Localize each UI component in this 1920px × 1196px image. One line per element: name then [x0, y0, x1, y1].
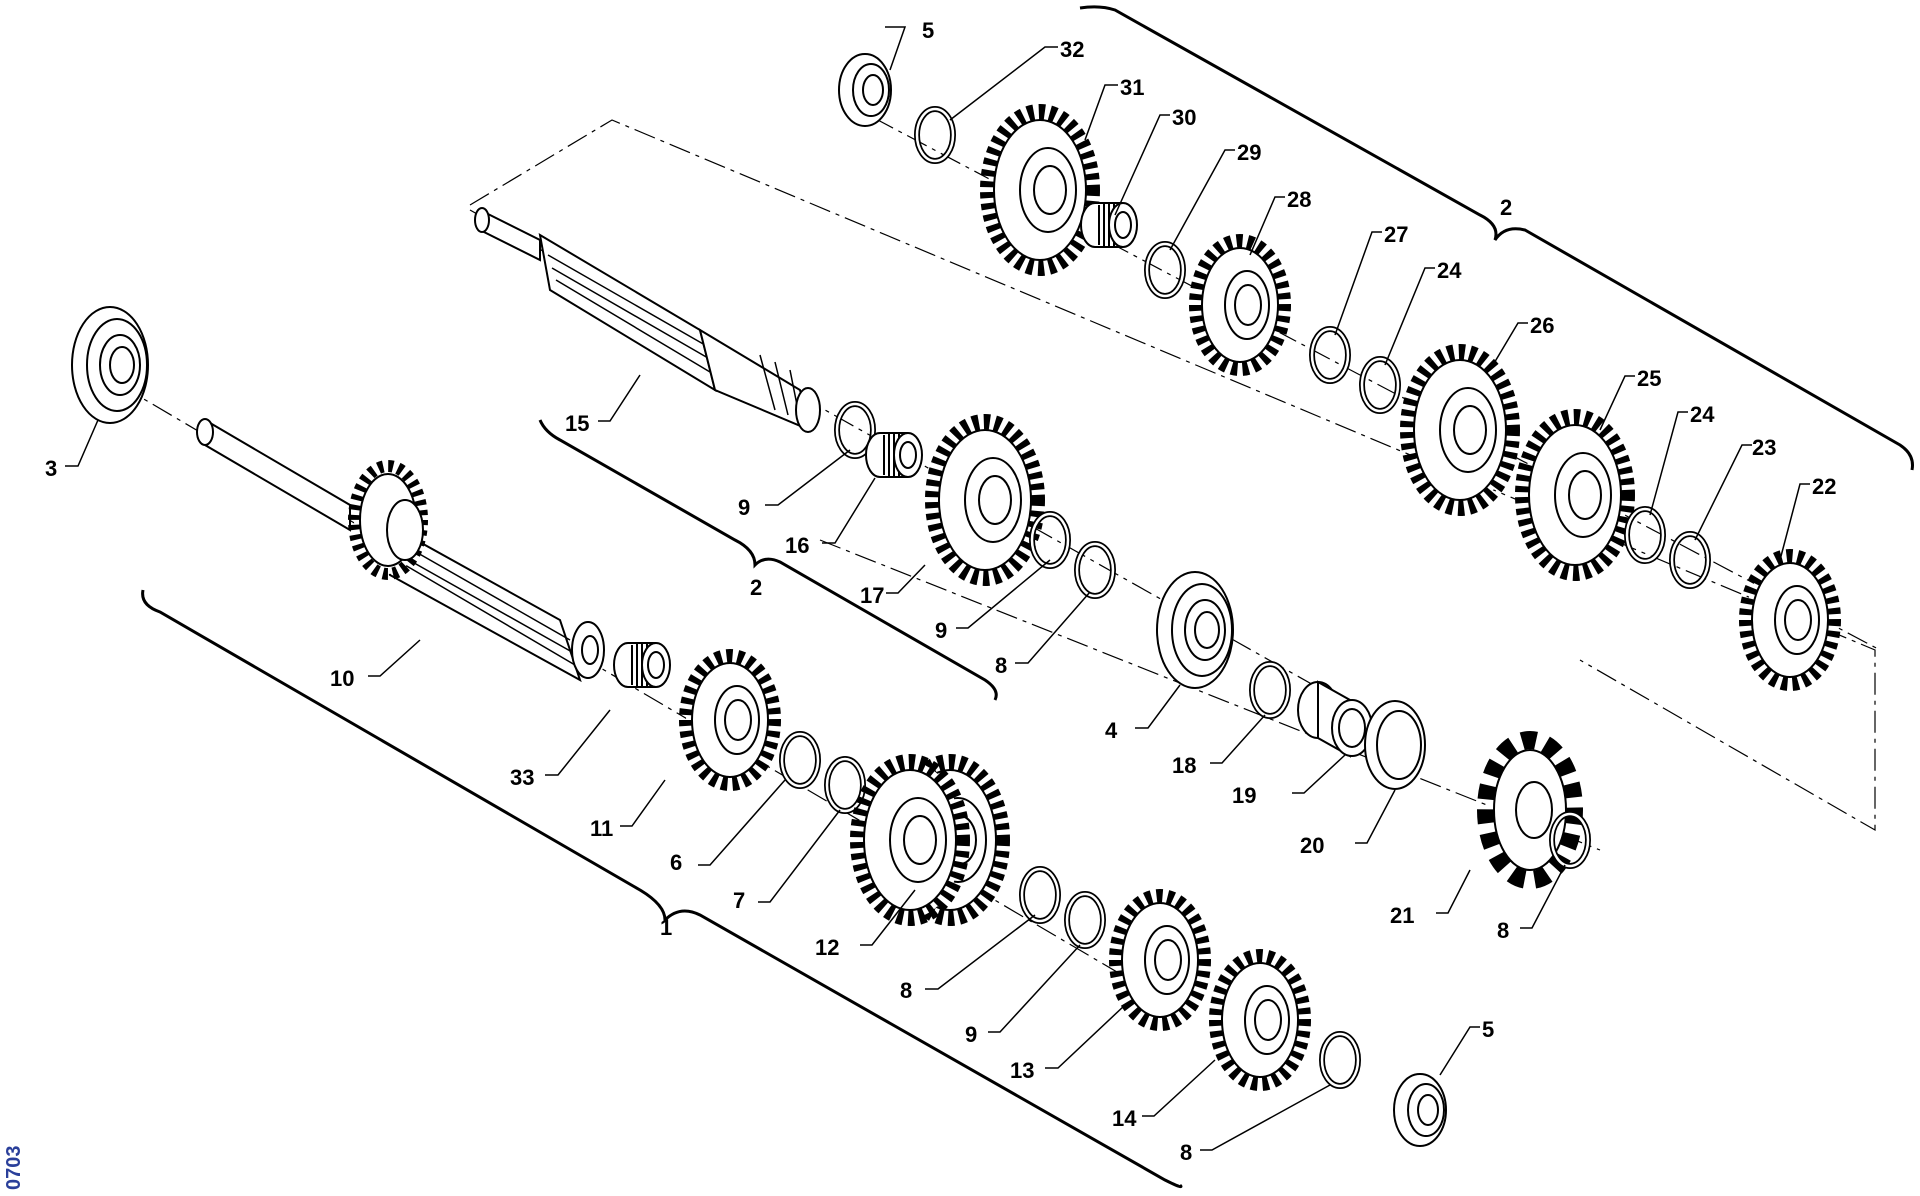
label-26: 26 — [1530, 313, 1554, 338]
label-9-a: 9 — [738, 495, 750, 520]
washer-9c — [1067, 894, 1103, 946]
needle-bearing-33 — [613, 642, 671, 688]
label-13: 13 — [1010, 1058, 1034, 1083]
callout-labels: 1 2 2 3 4 5 5 6 7 8 8 8 8 9 9 9 10 11 12… — [45, 18, 1836, 1165]
gear-31 — [988, 112, 1092, 268]
label-1: 1 — [660, 915, 672, 940]
circlip-27 — [1312, 329, 1348, 381]
label-32: 32 — [1060, 37, 1084, 62]
label-17: 17 — [860, 583, 884, 608]
bushing-19 — [1297, 680, 1373, 758]
circlip-8a — [1022, 869, 1058, 921]
label-2-right: 2 — [1500, 195, 1512, 220]
label-11: 11 — [590, 816, 613, 841]
label-7: 7 — [733, 888, 745, 913]
gear-14 — [1216, 956, 1304, 1084]
label-15: 15 — [565, 411, 589, 436]
gear-17 — [933, 422, 1037, 578]
needle-bearing-16 — [865, 432, 923, 478]
washer-32 — [917, 109, 953, 161]
gear-13 — [1116, 896, 1204, 1024]
label-14: 14 — [1112, 1106, 1137, 1131]
needle-bearing-30 — [1080, 202, 1138, 248]
label-3: 3 — [45, 456, 57, 481]
label-24-b: 24 — [1690, 402, 1715, 427]
label-20: 20 — [1300, 833, 1324, 858]
label-6: 6 — [670, 850, 682, 875]
label-5-top: 5 — [922, 18, 934, 43]
label-29: 29 — [1237, 140, 1261, 165]
label-9-b: 9 — [935, 618, 947, 643]
drawing-code: 0703 — [3, 1146, 25, 1191]
washer-29 — [1147, 244, 1183, 296]
circlip-8c — [1077, 544, 1113, 596]
label-31: 31 — [1120, 75, 1144, 100]
label-9-c: 9 — [965, 1022, 977, 1047]
label-25: 25 — [1637, 366, 1661, 391]
bearing-5a — [838, 53, 892, 127]
label-33: 33 — [510, 765, 534, 790]
label-8-d: 8 — [1180, 1140, 1192, 1165]
label-18: 18 — [1172, 753, 1196, 778]
seal-20 — [1364, 700, 1426, 790]
shaft-15 — [474, 207, 821, 433]
label-23: 23 — [1752, 435, 1776, 460]
label-2-middle: 2 — [750, 575, 762, 600]
group-braces — [141, 5, 1914, 1189]
label-12: 12 — [815, 935, 839, 960]
gear-25 — [1523, 417, 1627, 573]
gear-26 — [1408, 352, 1512, 508]
label-24-a: 24 — [1437, 258, 1462, 283]
label-22: 22 — [1812, 474, 1836, 499]
label-8-b: 8 — [1497, 918, 1509, 943]
label-21: 21 — [1390, 903, 1414, 928]
bearing-4 — [1156, 571, 1234, 689]
circlip-23 — [1672, 534, 1708, 586]
gear-22 — [1746, 556, 1834, 684]
circlip-8b — [1322, 1034, 1358, 1086]
label-19: 19 — [1232, 783, 1256, 808]
gear-on-shaft-10 — [348, 460, 428, 580]
label-27: 27 — [1384, 222, 1408, 247]
gear-11 — [686, 656, 774, 784]
label-28: 28 — [1287, 187, 1311, 212]
label-30: 30 — [1172, 105, 1196, 130]
label-16: 16 — [785, 533, 809, 558]
bearing-3 — [71, 306, 149, 424]
ring-18 — [1252, 664, 1288, 716]
gear-12 — [858, 762, 1002, 918]
label-8-c: 8 — [900, 978, 912, 1003]
circlip-7 — [827, 759, 863, 811]
label-8-a: 8 — [995, 653, 1007, 678]
leader-lines — [65, 26, 1810, 1151]
gear-28 — [1196, 241, 1284, 369]
washer-6 — [782, 734, 818, 786]
sprocket-21 — [1477, 731, 1583, 889]
label-4: 4 — [1105, 718, 1118, 743]
label-10: 10 — [330, 666, 354, 691]
bearing-5b — [1393, 1073, 1447, 1147]
shaft-10 — [196, 418, 605, 683]
label-5-bottom: 5 — [1482, 1017, 1494, 1042]
